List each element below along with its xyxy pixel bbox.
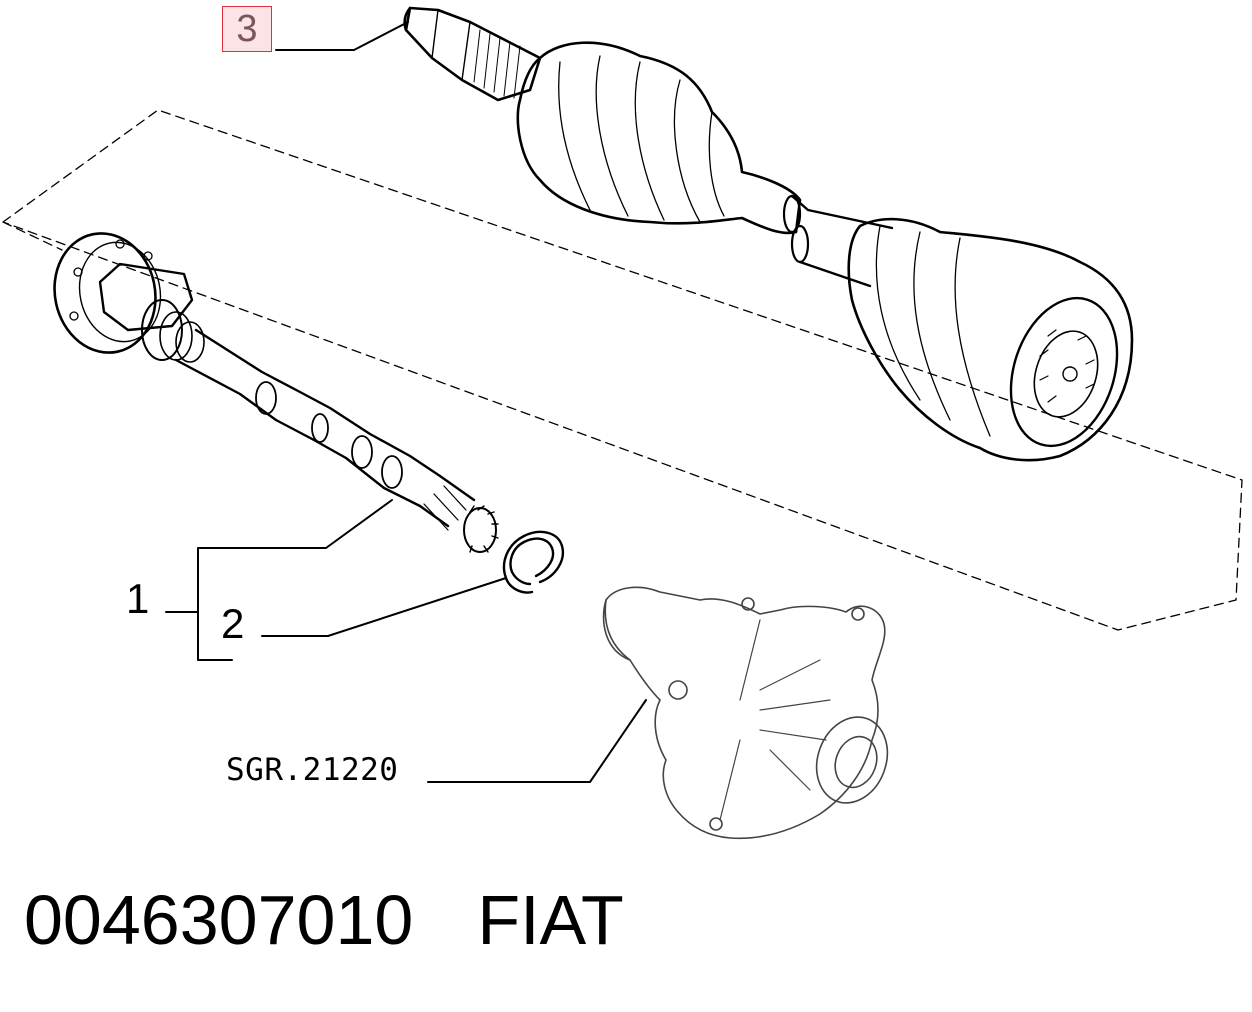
callout-item-2: 2 [221, 600, 245, 647]
circlip [502, 530, 565, 594]
differential-reference-label: SGR.21220 [226, 752, 399, 788]
part-number: 0046307010 [24, 881, 414, 959]
assembly-boundary [2, 109, 1243, 631]
callout-item-3[interactable]: 3 [222, 6, 272, 52]
leader-sgr [427, 699, 647, 783]
axle-shaft [53, 232, 499, 553]
leader-lines [165, 21, 647, 783]
callout-item-1: 1 [126, 575, 150, 622]
leader-1-bracket [197, 499, 393, 661]
leader-3 [275, 21, 409, 51]
leader-2 [261, 577, 507, 637]
differential-housing [602, 586, 889, 840]
drive-shaft-assembly [403, 6, 1134, 462]
brand-name: FIAT [477, 881, 624, 959]
